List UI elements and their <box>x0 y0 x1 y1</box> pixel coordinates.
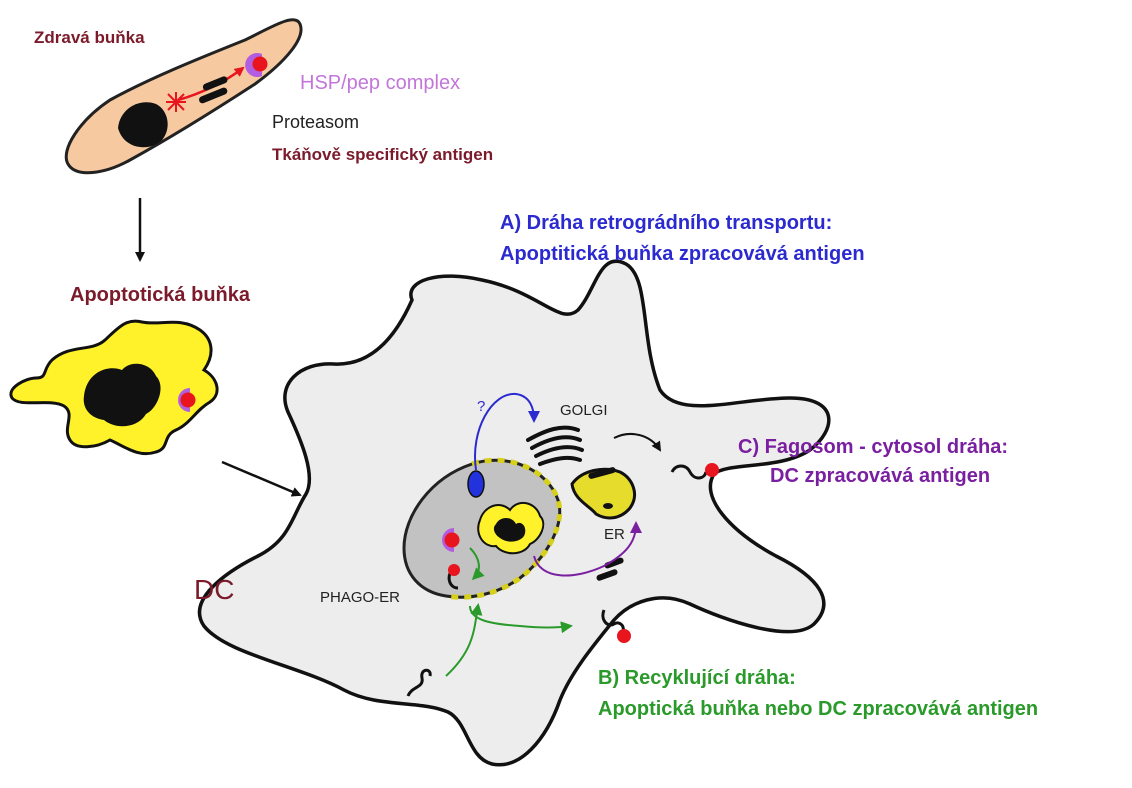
dc-label: DC <box>194 574 234 606</box>
golgi-label: GOLGI <box>560 402 608 419</box>
diagonal-arrow <box>222 462 300 495</box>
pathway-b-title: B) Recyklující dráha: <box>598 667 796 690</box>
transporter-icon <box>468 471 484 497</box>
red-star-icon <box>166 92 186 112</box>
pathway-c-title: C) Fagosom - cytosol dráha: <box>738 436 1008 459</box>
pathway-c-subtitle: DC zpracovává antigen <box>770 465 990 488</box>
pathway-a-title: A) Dráha retrográdního transportu: <box>500 212 832 235</box>
tissue-antigen-label: Tkáňově specifický antigen <box>272 145 493 165</box>
phago-er-label: PHAGO-ER <box>320 589 400 606</box>
er-label: ER <box>604 526 625 543</box>
apoptotic-cell <box>11 321 217 454</box>
pathway-b-subtitle: Apoptická buňka nebo DC zpracovává antig… <box>598 698 1038 721</box>
apoptotic-cell-label: Apoptotická buňka <box>70 284 250 307</box>
healthy-cell-label: Zdravá buňka <box>34 28 145 48</box>
proteasome-label: Proteasom <box>272 112 359 133</box>
hsp-complex-label: HSP/pep complex <box>300 72 460 95</box>
pathway-a-subtitle: Apoptitická buňka zpracovává antigen <box>500 243 865 266</box>
question-mark: ? <box>477 398 485 415</box>
